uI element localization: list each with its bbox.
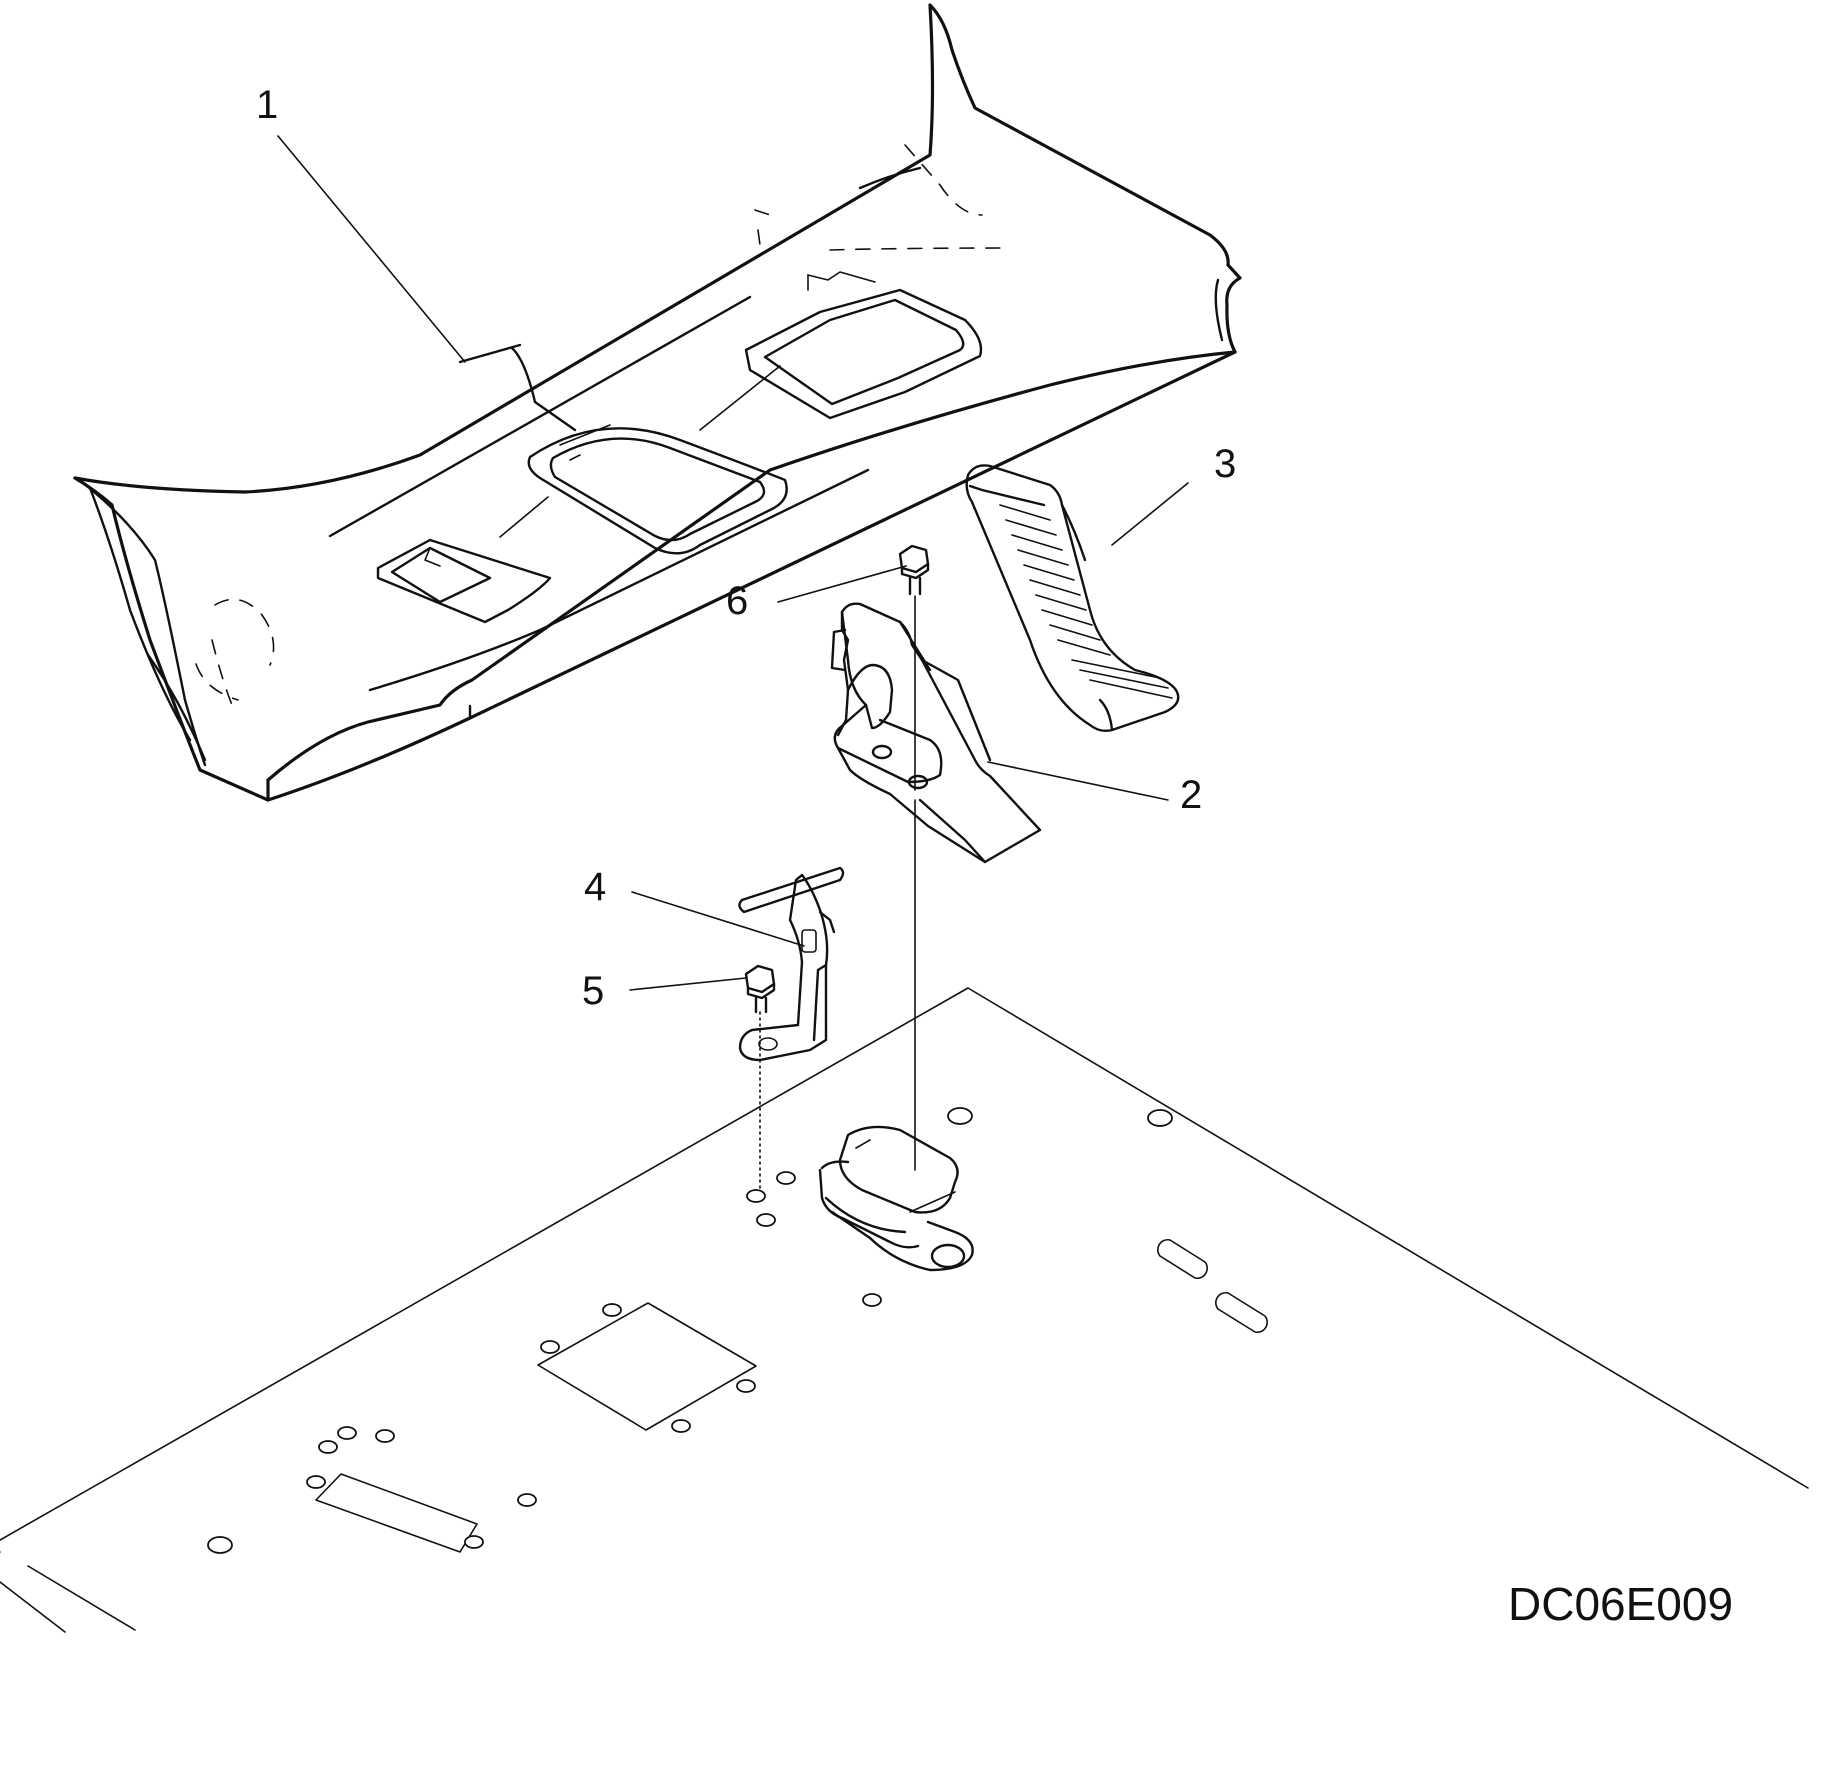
bolt-5	[744, 964, 776, 1014]
leader-2	[987, 761, 1169, 801]
pedal-base	[818, 1125, 974, 1272]
leader-4	[631, 891, 805, 947]
bolt-6	[898, 544, 930, 596]
callout-labels: 1 2 3 4 5 6	[256, 83, 1236, 1013]
callout-6: 6	[726, 579, 748, 623]
figure-id: DC06E009	[1508, 1578, 1733, 1630]
leader-3	[1111, 482, 1189, 546]
floor-panel	[73, 3, 1242, 802]
callout-5: 5	[582, 969, 604, 1013]
pedal-bracket	[830, 602, 1042, 864]
callout-2: 2	[1180, 773, 1202, 817]
assembly-lines	[759, 595, 916, 1193]
callout-1: 1	[256, 83, 278, 127]
stopper-bracket	[738, 866, 845, 1062]
leader-1	[277, 135, 466, 363]
leader-lines	[277, 135, 1189, 991]
leader-6	[777, 565, 907, 603]
floor-plate	[0, 987, 1809, 1633]
accelerator-pedal	[965, 464, 1180, 733]
leader-5	[629, 977, 747, 991]
callout-4: 4	[584, 865, 606, 909]
callout-3: 3	[1214, 442, 1236, 486]
